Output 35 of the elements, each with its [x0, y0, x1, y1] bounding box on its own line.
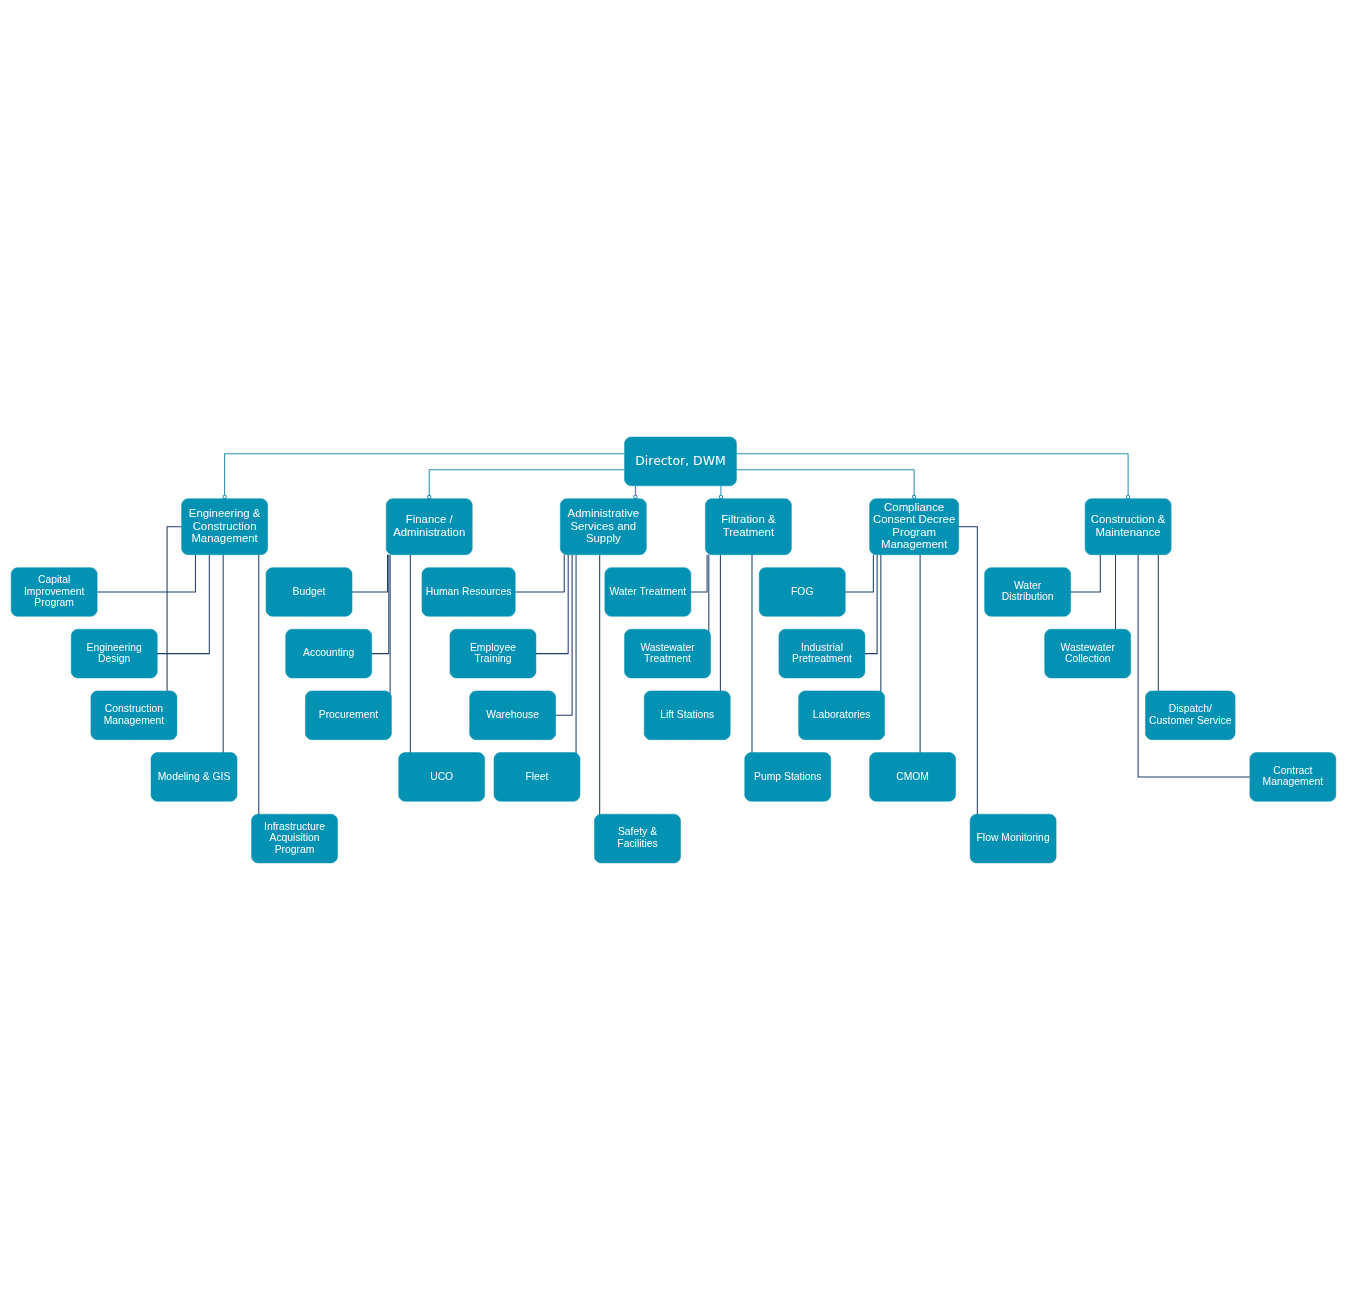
- node-box: Accounting: [285, 628, 372, 678]
- node-box: Safety & Facilities: [594, 813, 681, 863]
- node-box: Infrastructure Acquisition Program: [251, 813, 338, 863]
- node-box: Engineering Design: [70, 628, 158, 678]
- node-box: CMOM: [869, 751, 956, 802]
- node-box: Laboratories: [798, 690, 885, 740]
- node-box: Pump Stations: [744, 751, 831, 802]
- node-box: Director, DWM: [624, 436, 737, 486]
- node-box: Flow Monitoring: [969, 813, 1057, 863]
- node-box: Administrative Services and Supply: [560, 497, 647, 555]
- node-box: Industrial Pretreatment: [778, 628, 866, 678]
- node-box: Capital Improvement Program: [10, 566, 98, 617]
- node-box: Engineering & Construction Management: [181, 497, 268, 555]
- node-box: Finance / Administration: [385, 497, 473, 555]
- node-box: Water Treatment: [604, 566, 692, 617]
- node-box: Employee Training: [449, 628, 537, 678]
- node-box: Dispatch/ Customer Service: [1145, 690, 1236, 740]
- node-box: Wastewater Collection: [1044, 628, 1131, 678]
- node-box: Procurement: [305, 690, 392, 740]
- connector: [633, 484, 638, 499]
- node-box: Modeling & GIS: [150, 751, 238, 802]
- node-box: Warehouse: [469, 690, 556, 740]
- node-box: Lift Stations: [643, 690, 731, 740]
- node-box: Filtration & Treatment: [705, 497, 792, 555]
- node-box: Human Resources: [421, 566, 516, 617]
- node-box: FOG: [759, 566, 846, 617]
- node-box: Water Distribution: [984, 566, 1071, 617]
- node-box: Construction Management: [90, 690, 178, 740]
- node-box: Fleet: [493, 751, 581, 802]
- node-box: Contract Management: [1249, 751, 1337, 802]
- node-box: Construction & Maintenance: [1084, 497, 1172, 555]
- node-box: UCO: [398, 751, 485, 802]
- node-box: Wastewater Treatment: [624, 628, 711, 678]
- node-box: Compliance Consent Decree Program Management: [869, 497, 959, 555]
- node-box: Budget: [265, 566, 353, 617]
